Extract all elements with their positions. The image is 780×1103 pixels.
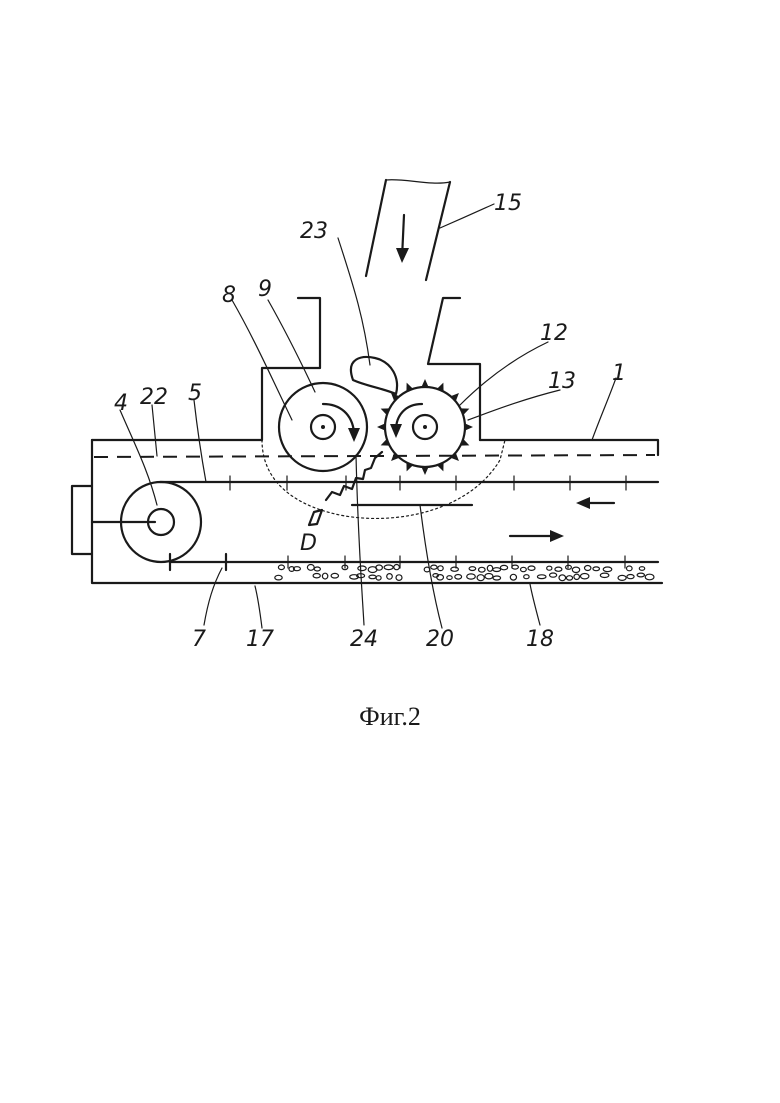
pebble (574, 574, 580, 579)
pebble (493, 576, 501, 580)
figure-caption: Фиг.2 (0, 702, 780, 732)
pebble (487, 565, 492, 571)
label-D: D (300, 531, 317, 556)
pebble (479, 567, 486, 572)
label-9: 9 (258, 277, 272, 302)
drive-pulley (92, 482, 201, 562)
pebble (447, 576, 452, 580)
pebble (376, 576, 381, 580)
pebble (581, 574, 589, 579)
pebble (477, 575, 484, 581)
pebble (627, 575, 634, 579)
label-22: 22 (140, 385, 168, 410)
pebble (322, 573, 327, 579)
label-24: 24 (350, 627, 378, 652)
pebble (512, 565, 519, 569)
pebble (469, 567, 476, 571)
pebble (537, 575, 546, 579)
roller-tooth (421, 467, 428, 475)
pebble (500, 565, 507, 569)
pebble (639, 567, 644, 571)
pebble (600, 573, 609, 577)
pebble (559, 575, 566, 581)
pebble (451, 567, 459, 571)
roller-left (279, 383, 367, 471)
roller-tooth (451, 393, 459, 401)
arrow-left (576, 497, 614, 509)
roller-tooth (451, 453, 459, 461)
pebble (485, 574, 493, 579)
pebble (566, 576, 572, 580)
arrow-right (510, 530, 564, 542)
pebble (467, 574, 476, 579)
roller-tooth (377, 423, 385, 430)
pebble (396, 575, 402, 581)
pebble (618, 575, 626, 580)
pebble (431, 565, 437, 569)
pebble (547, 566, 552, 570)
roller-tooth (391, 453, 399, 461)
label-20: 20 (426, 627, 454, 652)
chamber-boundary (262, 440, 505, 518)
pebble (331, 573, 338, 578)
pebble (455, 575, 462, 580)
roller-toothed (377, 379, 473, 475)
pebble (369, 575, 376, 579)
pebble (550, 573, 557, 577)
pebble (358, 566, 366, 571)
pebble (314, 567, 320, 571)
pebble (627, 566, 633, 571)
pebble (645, 574, 654, 580)
label-5: 5 (188, 381, 202, 406)
pebble (603, 567, 612, 572)
falling-fragment (309, 510, 322, 525)
pebble (438, 566, 443, 571)
pebble (275, 575, 282, 580)
pebble (528, 566, 535, 570)
pebble (278, 565, 284, 570)
label-23: 23 (300, 219, 328, 244)
pebble (394, 565, 400, 570)
pebble (637, 573, 644, 577)
roller-tooth (421, 379, 428, 387)
roller-tooth (465, 423, 473, 430)
label-13: 13 (548, 369, 576, 394)
label-7: 7 (192, 627, 206, 652)
pebble (593, 567, 600, 571)
label-18: 18 (526, 627, 554, 652)
pebble (585, 566, 591, 571)
pebble (572, 567, 579, 572)
material-lump (351, 357, 397, 394)
label-1: 1 (612, 361, 626, 386)
pebble (510, 574, 516, 580)
dashed-level-line (94, 455, 655, 457)
pebble (307, 565, 314, 571)
pebble (493, 568, 501, 572)
label-8: 8 (222, 283, 236, 308)
label-12: 12 (540, 321, 568, 346)
bulk-material (275, 565, 654, 581)
pebble (387, 574, 393, 580)
label-4: 4 (114, 391, 128, 416)
pebble (313, 574, 320, 578)
pebble (521, 567, 527, 571)
pebble (524, 575, 529, 579)
feed-chute (366, 180, 450, 280)
pebble (555, 567, 562, 571)
label-15: 15 (494, 191, 522, 216)
pebble (384, 565, 393, 570)
label-17: 17 (246, 627, 274, 652)
upper-conveyor-branch (160, 476, 658, 490)
housing (72, 298, 662, 583)
